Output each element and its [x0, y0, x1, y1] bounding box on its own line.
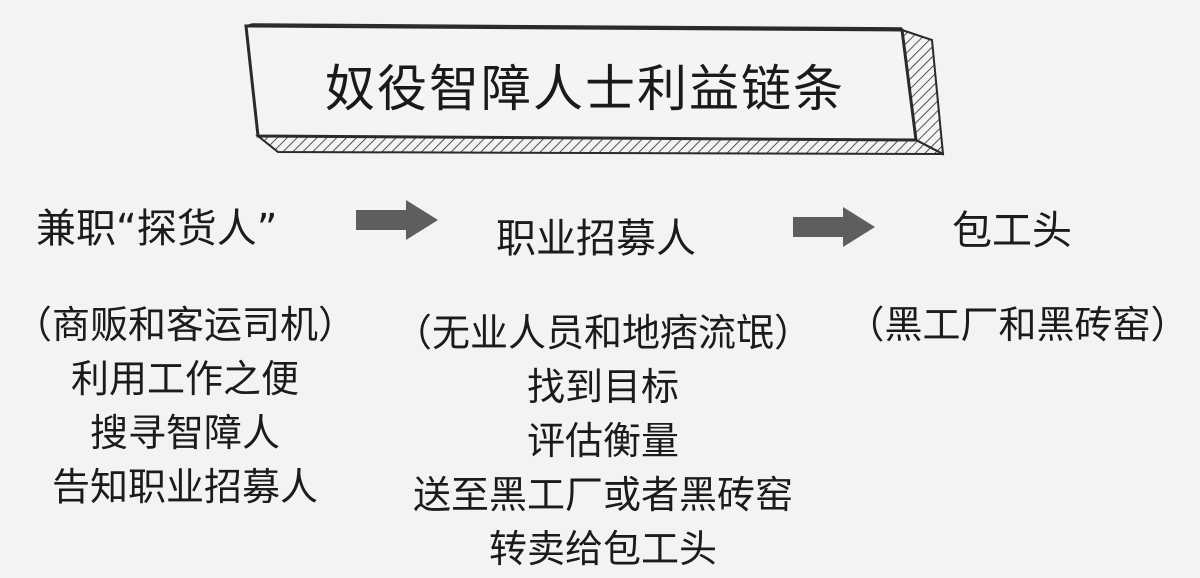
right-arrow-icon	[793, 207, 875, 247]
stage-2-description: （无业人员和地痞流氓） 找到目标 评估衡量 送至黑工厂或者黑砖窑 转卖给包工头	[383, 306, 823, 576]
stage-1-line: 搜寻智障人	[89, 411, 280, 455]
stage-2-line: 评估衡量	[526, 419, 679, 463]
banner-frame	[244, 23, 945, 156]
stage-3-line: （黑工厂和黑砖窑）	[846, 303, 1189, 347]
stage-3-description: （黑工厂和黑砖窑）	[835, 298, 1200, 352]
stage-1-line: 告知职业招募人	[51, 465, 318, 509]
stage-2-line: （无业人员和地痞流氓）	[393, 311, 812, 355]
stage-1-line: （商贩和客运司机）	[13, 303, 356, 347]
diagram-title: 奴役智障人士利益链条	[325, 60, 845, 118]
stage-2-line: 送至黑工厂或者黑砖窑	[412, 473, 793, 517]
stage-2-line: 转卖给包工头	[488, 527, 717, 571]
right-arrow-icon	[356, 200, 438, 240]
stage-2-line: 找到目标	[526, 365, 679, 409]
stage-1-line: 利用工作之便	[70, 357, 299, 401]
stage-professional-recruiter: 职业招募人	[496, 216, 696, 262]
title-banner: 奴役智障人士利益链条	[238, 18, 953, 158]
stage-part-time-scout: 兼职“探货人”	[36, 206, 278, 252]
stage-1-description: （商贩和客运司机） 利用工作之便 搜寻智障人 告知职业招募人	[0, 298, 370, 514]
stage-labor-contractor: 包工头	[952, 208, 1072, 254]
